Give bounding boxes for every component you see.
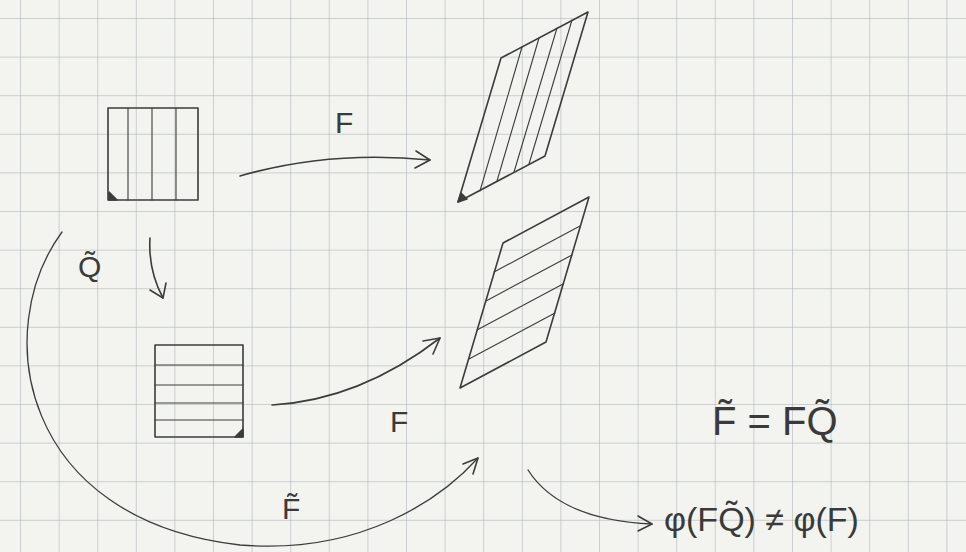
sloped-hatching [469,226,580,359]
map-label: F̃ [282,492,300,527]
vertical-hatching [128,108,176,200]
map-arrow [240,157,430,176]
arrow-head [150,283,166,298]
map-label: F [335,106,353,141]
corner-mark [458,193,467,202]
slanted-hatching [480,20,572,191]
composite-arrow [27,232,478,546]
reference-square [108,108,198,200]
arrow-head [423,338,440,354]
deformed-parallelogram [460,197,589,388]
map-label: Q̃ [78,250,101,285]
implication-arrow [528,470,652,524]
arrow-head [638,516,652,531]
deformed-parallelogram [458,12,588,202]
formula-label: F̃ = FQ̃ [712,398,838,444]
rotation-arrow [150,238,163,298]
corner-mark [109,192,117,200]
horizontal-hatching [155,365,243,420]
arrow-head [415,151,430,168]
arrow-head [463,458,478,474]
corner-mark [235,429,243,437]
formula-label: φ(FQ̃) ≠ φ(F) [664,500,859,539]
rotated-square [155,345,243,437]
map-arrow [272,338,440,405]
map-label: F [390,405,408,440]
